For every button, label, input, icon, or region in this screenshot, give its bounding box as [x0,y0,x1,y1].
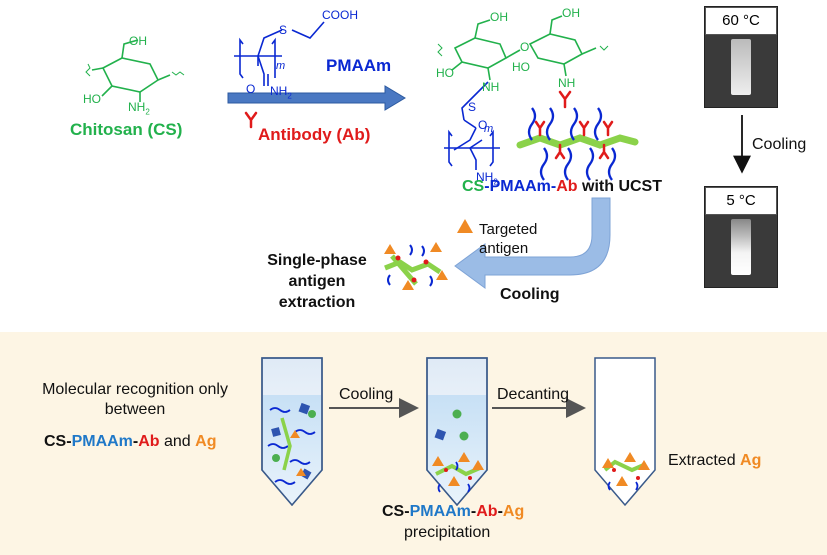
pmaam-nh2: NH2 [270,84,292,101]
pmaam-structure [234,21,325,86]
antibody-label: Antibody (Ab) [258,125,371,144]
conjugate-label: CS-PMAAm-Ab with UCST [462,178,662,195]
recognition-pair: CS-PMAAm-Ab and Ag [44,433,217,450]
antibody-icon [244,111,258,129]
cooling-curved-arrow [454,197,611,289]
conjugate-pmaam-arm [444,81,500,170]
tube-1 [261,357,323,507]
photo-5c-label: 5 °C [705,187,777,215]
photo-5c: 5 °C [704,186,778,288]
conj-ho-1: HO [436,66,454,80]
conjugate-structure [437,15,609,81]
chitosan-ho: HO [83,92,101,106]
precipitation-formula: CS-PMAAm-Ab-Ag [382,503,525,520]
chitosan-label: Chitosan (CS) [70,120,183,139]
tube-3 [594,357,656,507]
conjugate-cartoon [516,107,639,181]
photo-cooling-label: Cooling [752,136,807,153]
pmaam-s: S [279,23,288,37]
reaction-arrow [227,85,406,111]
vial-cloudy [731,219,751,275]
conj-nh-1: NH [482,80,500,94]
cooling-step-label: Cooling [339,386,394,403]
conjugate-antibody-icon [558,90,572,109]
conj-oh-1: OH [490,10,508,24]
pmaam-label: PMAAm [326,56,392,75]
chitosan-oh: OH [129,34,147,48]
conj-o: O [520,40,530,54]
tube-2 [426,357,488,507]
decanting-step-label: Decanting [497,386,570,403]
chitosan-nh2: NH2 [128,100,150,117]
photo-60c: 60 °C [704,6,778,108]
conj-o-2: O [478,118,488,132]
workflow-panel [0,332,827,555]
conj-oh-2: OH [562,6,580,20]
vial-clear [731,39,751,95]
conj-m: m [484,123,494,135]
precipitation-label: precipitation [404,524,491,541]
conj-nh-2: NH [558,76,576,90]
cooling-main-label: Cooling [500,286,560,303]
photo-60c-label: 60 °C [705,7,777,35]
pmaam-o: O [246,82,256,96]
conj-s: S [468,100,477,114]
conj-nh2-amide: NH2 [476,170,498,187]
pmaam-m: m [276,60,286,72]
pmaam-cooh: COOH [322,8,358,22]
extraction-cluster [384,242,448,290]
conj-ho-2: HO [512,60,530,74]
antigen-marker-icon [457,219,473,233]
extracted-label: Extracted Ag [668,452,762,469]
chitosan-structure [85,39,185,102]
